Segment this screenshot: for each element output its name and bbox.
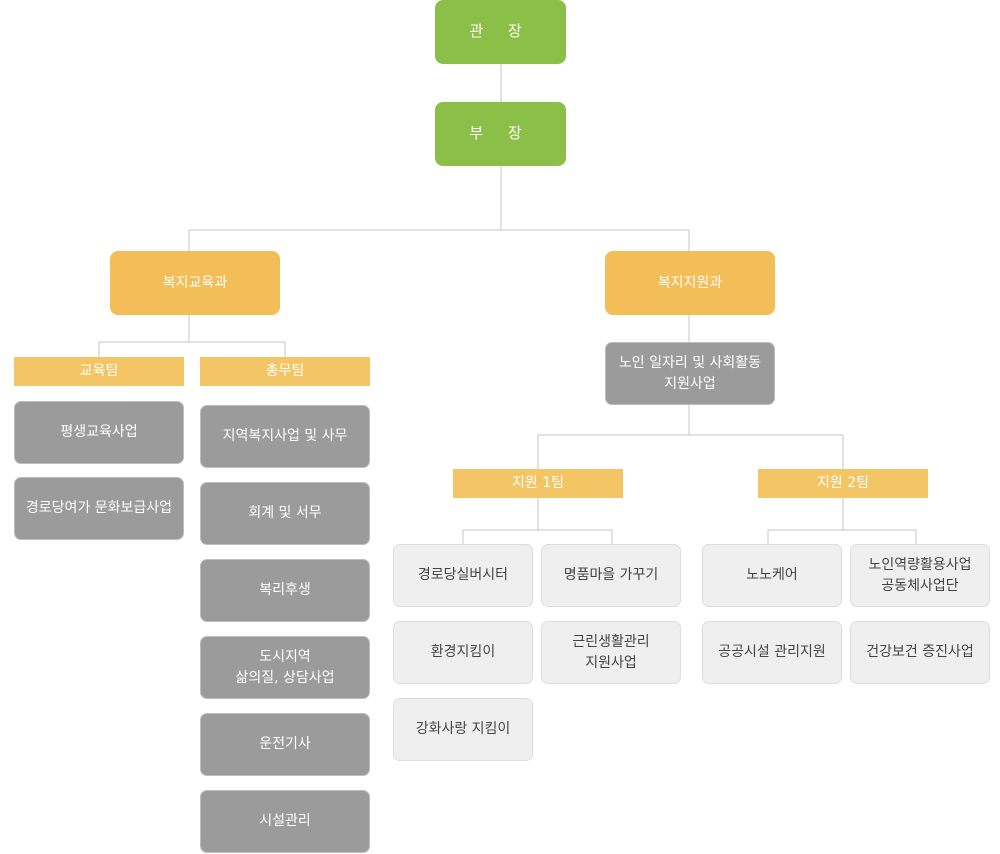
health-promotion-box: 건강보건 증진사업 <box>850 621 990 684</box>
public-facility-support-box: 공공시설 관리지원 <box>702 621 842 684</box>
lifelong-education-box: 평생교육사업 <box>14 401 184 464</box>
deputy-director-box: 부 장 <box>435 102 566 166</box>
driver-box: 운전기사 <box>200 713 370 776</box>
accounting-box: 회계 및 서무 <box>200 482 370 545</box>
senior-culture-program-box: 경로당여가 문화보급사업 <box>14 477 184 540</box>
village-beautification-box: 명품마을 가꾸기 <box>541 544 681 607</box>
senior-jobs-program-box: 노인 일자리 및 사회활동 지원사업 <box>605 342 775 405</box>
ganghwa-love-keeper-box: 강화사랑 지킴이 <box>393 698 533 761</box>
senior-care-box: 노노케어 <box>702 544 842 607</box>
general-affairs-team-header: 총무팀 <box>200 357 370 386</box>
education-team-header: 교육팀 <box>14 357 184 386</box>
director-box: 관 장 <box>435 0 566 64</box>
facility-management-box: 시설관리 <box>200 790 370 853</box>
neighborhood-management-box: 근린생활관리 지원사업 <box>541 621 681 684</box>
support-team-2-header: 지원 2팀 <box>758 469 928 498</box>
community-welfare-box: 지역복지사업 및 사무 <box>200 405 370 468</box>
senior-center-sitter-box: 경로당실버시터 <box>393 544 533 607</box>
welfare-education-dept-box: 복지교육과 <box>110 251 280 315</box>
employee-benefits-box: 복리후생 <box>200 559 370 622</box>
welfare-support-dept-box: 복지지원과 <box>605 251 775 315</box>
environment-keeper-box: 환경지킴이 <box>393 621 533 684</box>
support-team-1-header: 지원 1팀 <box>453 469 623 498</box>
urban-quality-counseling-box: 도시지역 삶의질, 상담사업 <box>200 636 370 699</box>
senior-capacity-business-box: 노인역량활용사업 공동체사업단 <box>850 544 990 607</box>
